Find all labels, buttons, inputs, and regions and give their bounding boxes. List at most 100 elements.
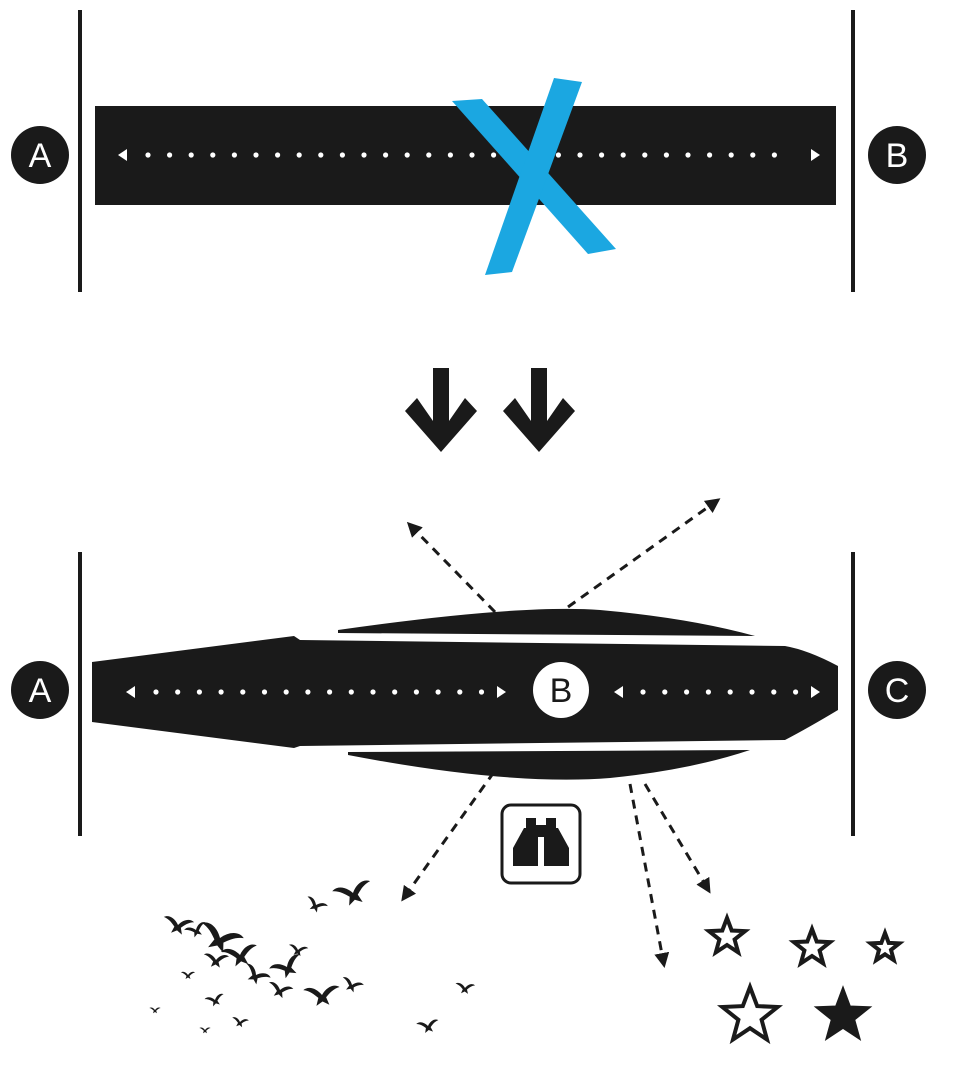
direction-dot (642, 152, 648, 158)
direction-dot (261, 689, 268, 695)
straight-corridor-bar (95, 106, 836, 205)
direction-dot (392, 689, 398, 695)
direction-dot (404, 152, 410, 158)
direction-dot (426, 152, 432, 158)
flock-of-birds-icon (149, 879, 476, 1035)
dotted-direction-line-right (614, 686, 820, 698)
direction-dot (327, 689, 333, 695)
direction-dot (296, 152, 302, 158)
arrowhead-left (614, 686, 623, 698)
top-panel: A B (11, 10, 926, 292)
direction-dot (175, 689, 181, 695)
bottom-panel: A B C (11, 498, 926, 1045)
direction-dot (555, 152, 562, 158)
direction-dot (318, 152, 324, 158)
direction-dot (153, 689, 159, 695)
node-label: A (29, 672, 52, 710)
direction-dot (771, 152, 778, 158)
direction-dot (793, 689, 799, 695)
double-down-arrow-icon (405, 368, 575, 452)
node-label: A (29, 137, 52, 175)
star-icon (788, 923, 836, 969)
direction-dots (153, 689, 485, 695)
direction-dot (275, 152, 281, 158)
dashed-arrow-up-left (406, 521, 497, 614)
direction-dot (370, 689, 376, 695)
direction-dots (145, 152, 778, 158)
node-a-top: A (11, 126, 69, 184)
direction-dot (469, 152, 475, 158)
direction-dot (447, 152, 453, 158)
direction-dot (339, 152, 345, 158)
widened-corridor (92, 608, 838, 780)
direction-dot (750, 152, 756, 158)
direction-dot (727, 689, 733, 695)
star-icon (865, 927, 905, 965)
direction-dot (684, 689, 690, 695)
down-arrow-icon (503, 368, 575, 452)
x-mark-icon (452, 78, 616, 275)
direction-dot (305, 689, 311, 695)
direction-dot (707, 152, 713, 158)
direction-dot (361, 152, 367, 158)
node-label: C (885, 672, 910, 710)
node-c-bottom: C (868, 661, 926, 719)
direction-dot (231, 152, 237, 158)
direction-dot (196, 689, 202, 695)
direction-dot (620, 152, 626, 158)
direction-dot (348, 689, 354, 695)
node-b-top: B (868, 126, 926, 184)
direction-dot (599, 152, 605, 158)
direction-dot (145, 152, 151, 158)
star-icon (703, 912, 751, 958)
direction-dot (283, 689, 289, 695)
arrowhead-right (497, 686, 506, 698)
direction-dot (253, 152, 259, 158)
dashed-arrow-to-birds (401, 771, 496, 902)
direction-dot (728, 152, 734, 158)
direction-dots (640, 689, 799, 695)
dashed-arrows (401, 498, 721, 968)
direction-dot (491, 152, 497, 158)
node-a-bottom: A (11, 661, 69, 719)
direction-dot (167, 152, 173, 158)
direction-dot (640, 689, 646, 695)
direction-dot (413, 689, 419, 695)
star-icon (716, 981, 784, 1045)
corridor-main-body (92, 636, 838, 748)
arrowhead-left (118, 149, 127, 161)
arrowhead-right (811, 686, 820, 698)
dashed-arrow-to-stars-b (643, 783, 711, 894)
direction-dot (210, 152, 216, 158)
corridor-upper-lobe (338, 608, 755, 636)
binoculars-icon (500, 803, 582, 885)
direction-dot (478, 689, 485, 695)
direction-dot (577, 152, 583, 158)
direction-dot (749, 689, 755, 695)
direction-dot (662, 689, 668, 695)
direction-dot (240, 689, 246, 695)
arrowhead-right (811, 149, 820, 161)
node-label: B (550, 672, 573, 710)
direction-dot (705, 689, 712, 695)
direction-dot (771, 689, 777, 695)
star-icon (813, 985, 873, 1042)
stars-icon (703, 912, 905, 1045)
direction-dot (218, 689, 224, 695)
direction-dot (663, 152, 670, 158)
dashed-arrow-up-right (567, 498, 721, 609)
arrowhead-left (126, 686, 135, 698)
dotted-direction-line-left (126, 686, 506, 698)
dotted-direction-line (118, 149, 820, 161)
dashed-arrow-to-stars-a (628, 783, 670, 968)
direction-dot (383, 152, 389, 158)
corridor-lower-lobe (348, 750, 750, 780)
node-label: B (886, 137, 909, 175)
down-arrow-icon (405, 368, 477, 452)
direction-dot (435, 689, 441, 695)
node-b-bottom: B (533, 662, 589, 718)
direction-dot (685, 152, 691, 158)
direction-dot (457, 689, 463, 695)
